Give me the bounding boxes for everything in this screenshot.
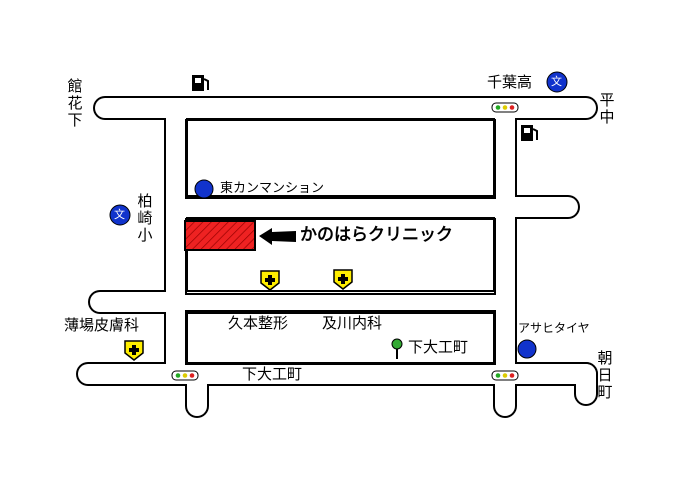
label-shimodaiku-road: 下大工町 [242, 365, 303, 383]
road-fills [78, 98, 596, 416]
clinic-marker [184, 220, 256, 251]
gas-station-icon [521, 125, 538, 141]
traffic-signal-icon [171, 102, 519, 381]
label-kashiwazakisho: 柏崎小 [137, 192, 153, 244]
label-hiranaka: 平中 [599, 91, 615, 126]
block-lower [185, 310, 496, 365]
arrow-left-icon [259, 228, 296, 245]
label-asahi-tire: アサヒタイヤ [518, 321, 590, 335]
building-circle-icon [194, 179, 537, 359]
label-shimodaiku-landmark: 下大工町 [408, 338, 469, 356]
blocks [185, 119, 496, 365]
label-higashi-mansion: 東カンマンション [220, 181, 325, 196]
label-oyokawa-naika: 及川内科 [322, 314, 383, 332]
school-icon [109, 71, 568, 226]
school-symbol: 文 [114, 208, 125, 221]
label-kumoto-seikei: 久本整形 [228, 314, 289, 332]
label-kanhanashita: 館花下 [67, 77, 83, 129]
label-asahimachi: 朝日町 [597, 349, 613, 401]
gas-station-icon [192, 75, 209, 91]
block-clinic [185, 218, 496, 295]
label-clinic-name: かのはらクリニック [300, 225, 453, 245]
label-chibataka: 千葉高 [487, 73, 533, 91]
label-usuba-hifuka: 薄場皮膚科 [64, 316, 140, 334]
school-symbol: 文 [551, 75, 562, 88]
hospital-icon [124, 269, 353, 361]
tree-icon [391, 338, 403, 359]
block-upper [185, 119, 496, 199]
